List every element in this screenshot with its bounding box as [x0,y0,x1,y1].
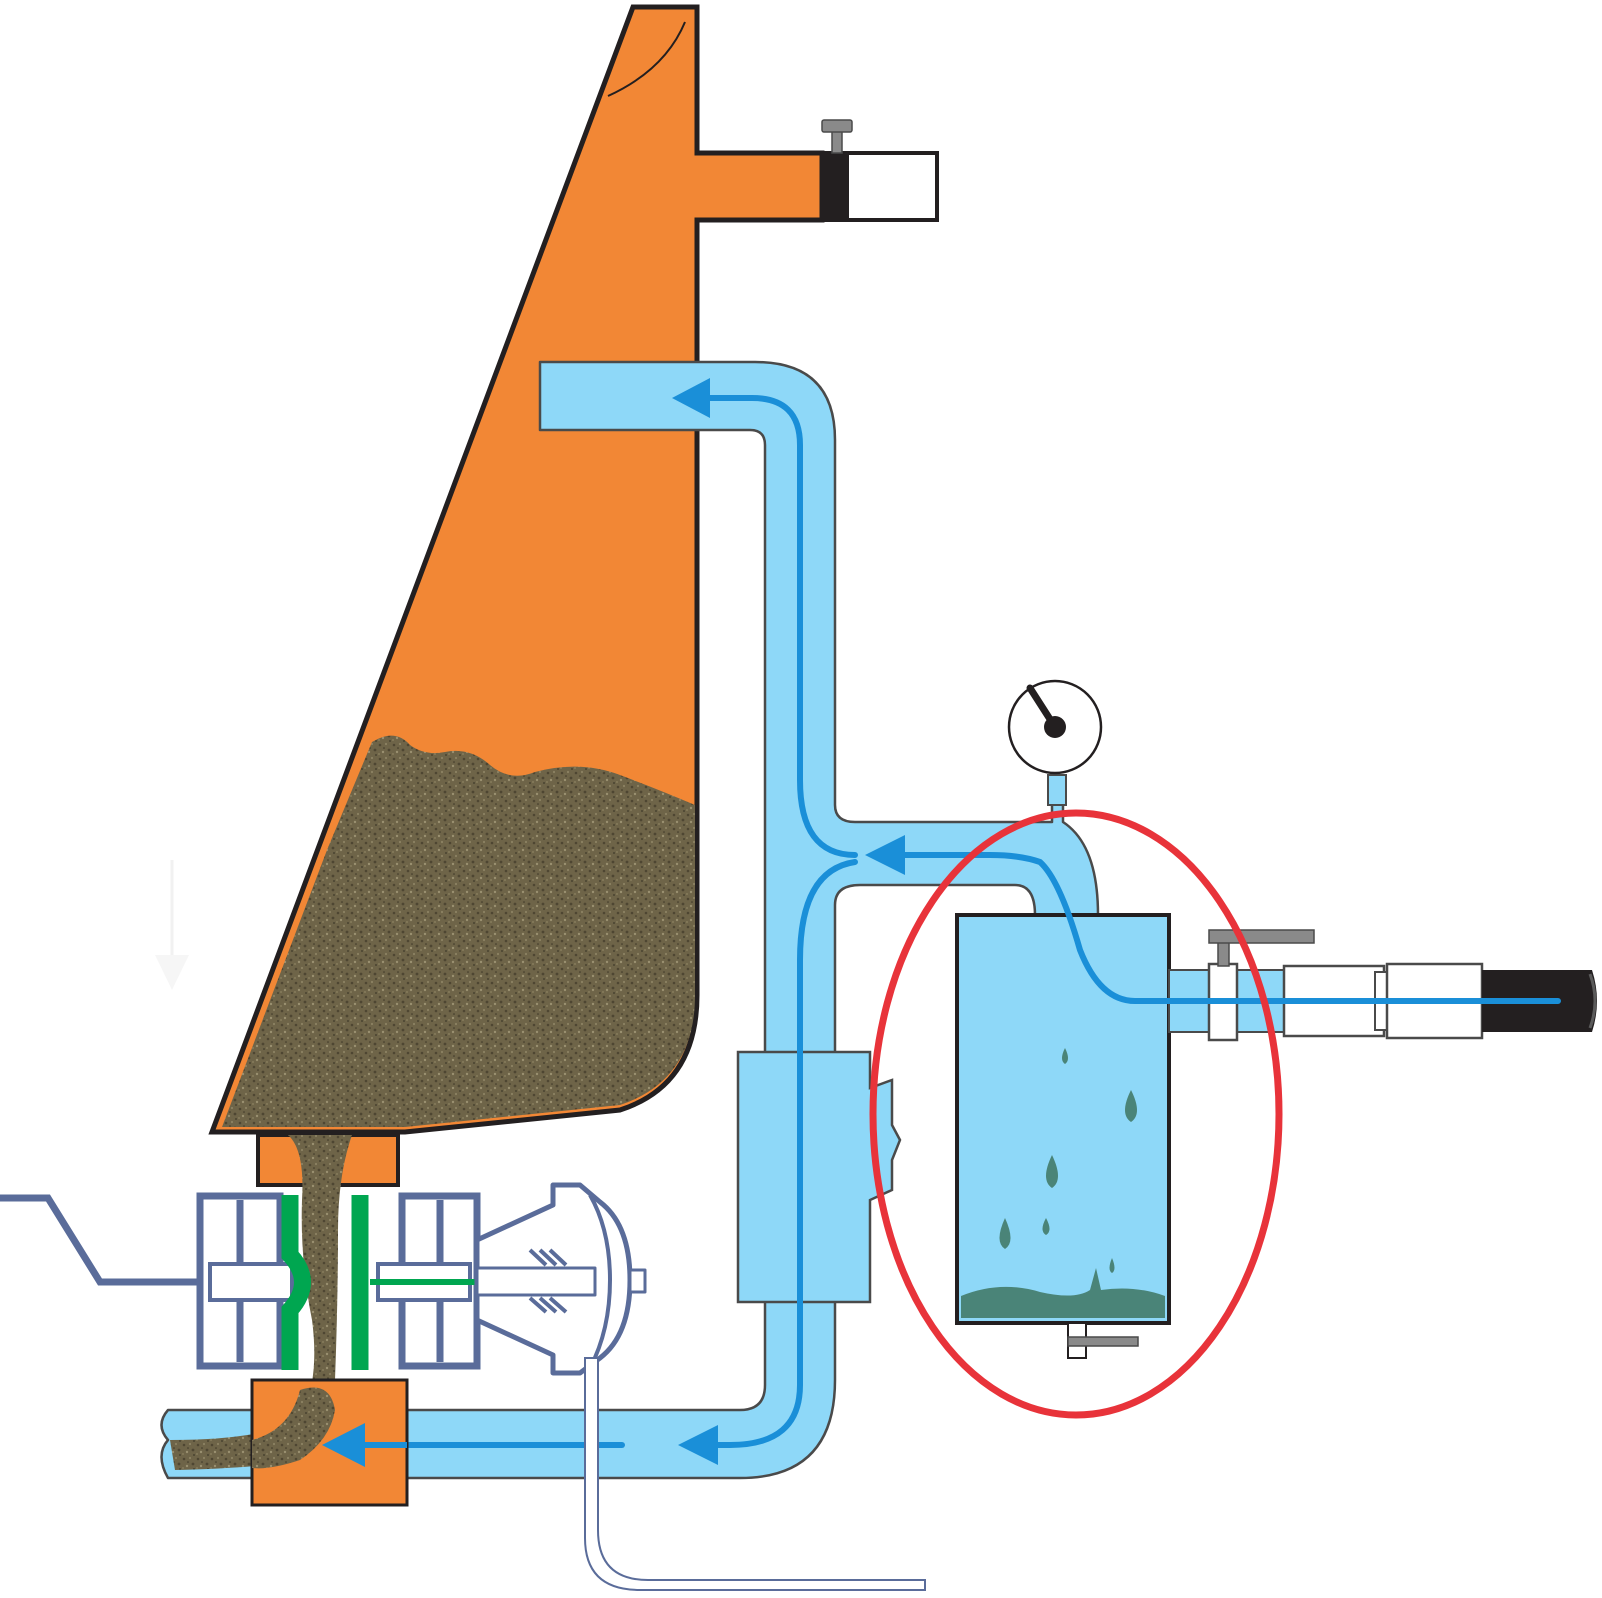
valve-plungers [281,1195,369,1370]
flow-down-to-blast [697,859,858,1448]
arrow-down-line [678,1425,718,1465]
flow-inlet-to-separator [897,852,1561,1004]
separator-highlight-ellipse [869,809,1283,1419]
actuator-spring [528,1248,568,1314]
actuator-cap [628,1268,647,1294]
valve-body-left [208,1262,294,1302]
blast-arrow-overlay [322,1423,407,1467]
hopper-lid-clamp[interactable] [820,119,939,222]
valve-actuator[interactable] [474,1182,647,1376]
abrasive-hopper [208,4,825,1187]
flow-up-to-hopper [687,395,858,858]
abrasive-media [222,735,695,1127]
separator-collected-water [961,1268,1165,1318]
clamp-screw-head [821,119,853,133]
gauge-stem [1047,774,1067,806]
actuator-diaphragm [588,1194,612,1369]
clamp-jaw [822,153,849,220]
moisture-separator [955,913,1171,1325]
valve-actuator-rod [0,1194,200,1286]
abrasive-stream [170,1135,352,1470]
arrow-to-hopper [672,378,710,418]
inlet-valve-stem [1217,939,1230,967]
hopper-inner-curve [607,21,686,97]
drain-lever [1067,1336,1139,1347]
air-pipe-network [160,360,1100,1480]
clamp-screw [831,130,843,154]
air-control-chamber [736,1050,902,1304]
air-pipe-to-hopper [160,360,1100,1480]
arrow-from-separator [865,835,905,875]
pressure-gauge [1007,679,1103,806]
faint-down-arrow [155,860,189,990]
actuator-stem [475,1266,597,1297]
separator-tank [955,913,1171,1325]
gauge-hub [1044,716,1066,738]
inlet-valve-handle [1208,929,1315,944]
coupling-abrasive [252,1387,335,1469]
control-air-tube [584,1357,926,1591]
separator-drain-valve[interactable] [1067,1322,1139,1359]
hose-end-highlight [1588,973,1597,1029]
water-droplets [999,1048,1137,1273]
plunger-left [281,1195,311,1370]
airflow-lines [342,395,1561,1448]
